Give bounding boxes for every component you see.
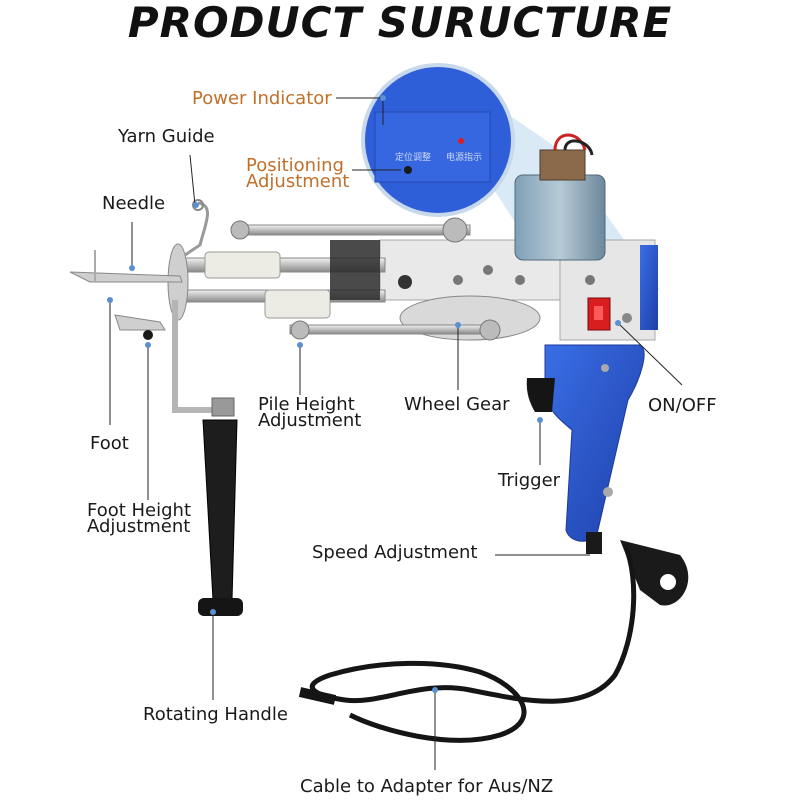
label-positioning-line2: Adjustment xyxy=(246,171,350,192)
label-foot-height-adjustment: Foot Height Adjustment xyxy=(87,500,192,537)
upper-rod xyxy=(239,224,471,236)
label-cable: Cable to Adapter for Aus/NZ xyxy=(300,776,554,797)
label-foot-height-line1: Foot Height xyxy=(87,500,192,521)
pistol-grip xyxy=(544,344,645,542)
label-pile-height-line1: Pile Height xyxy=(258,394,355,415)
label-pile-height-adjustment: Pile Height Adjustment xyxy=(258,394,362,431)
label-on-off: ON/OFF xyxy=(648,395,717,416)
foot xyxy=(114,314,166,331)
needle xyxy=(69,271,183,283)
handle-bracket xyxy=(172,300,215,413)
rotating-handle xyxy=(202,419,238,601)
label-trigger: Trigger xyxy=(498,470,561,491)
label-positioning-adjustment: Positioning Adjustment xyxy=(246,155,350,192)
label-yarn-guide: Yarn Guide xyxy=(118,126,215,147)
blue-side-panel xyxy=(640,245,658,330)
label-needle: Needle xyxy=(102,193,166,214)
zoom-circle: 定位调整 电源指示 xyxy=(361,63,515,217)
label-pile-height-line2: Adjustment xyxy=(258,410,362,431)
power-cable xyxy=(309,544,637,743)
label-foot: Foot xyxy=(90,433,129,454)
svg-text:定位调整: 定位调整 xyxy=(395,151,431,163)
trigger xyxy=(526,378,555,412)
label-rotating-handle: Rotating Handle xyxy=(143,704,288,725)
label-foot-height-line2: Adjustment xyxy=(87,516,191,537)
motor xyxy=(514,174,606,261)
label-power-indicator: Power Indicator xyxy=(192,88,332,109)
roller-bottom xyxy=(264,289,331,319)
label-positioning-line1: Positioning xyxy=(246,155,344,176)
label-speed-adjustment: Speed Adjustment xyxy=(312,542,478,563)
yarn-guide xyxy=(184,201,209,257)
roller-top xyxy=(204,251,281,279)
diagram-title: PRODUCT SURUCTURE xyxy=(127,0,673,47)
label-wheel-gear: Wheel Gear xyxy=(404,394,510,415)
svg-text:电源指示: 电源指示 xyxy=(446,151,482,163)
speed-knob xyxy=(586,532,602,554)
